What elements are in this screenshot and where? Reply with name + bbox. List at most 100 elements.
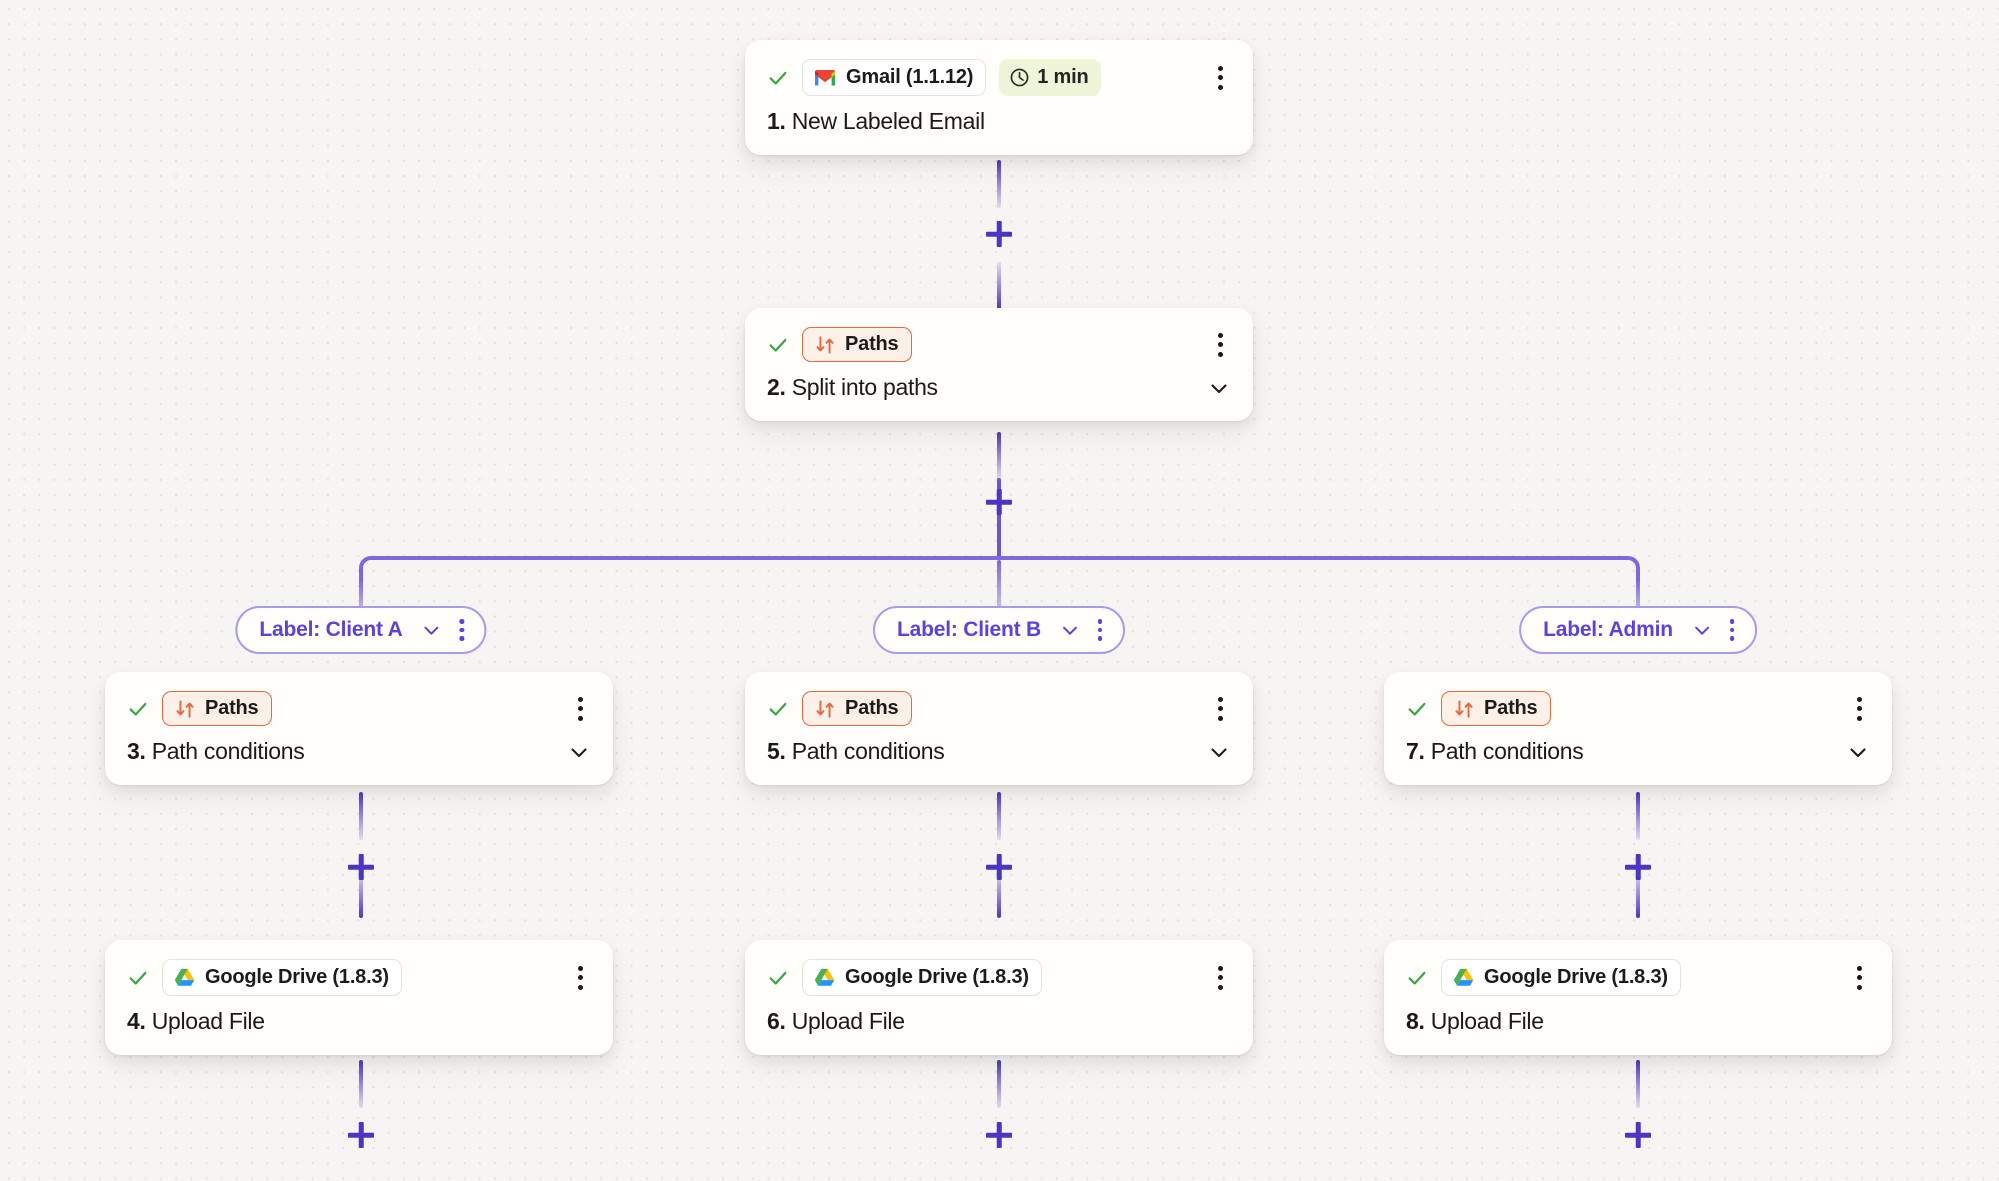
workflow-node-1[interactable]: Gmail (1.1.12) 1 min 1. New Labeled Emai… — [745, 40, 1253, 155]
connector-line — [997, 1060, 1001, 1108]
workflow-node-6[interactable]: Google Drive (1.8.3) 6. Upload File — [745, 940, 1253, 1055]
node-menu-button[interactable] — [1209, 696, 1231, 722]
node-step-number: 1. — [767, 108, 786, 134]
app-chip-label: Paths — [1484, 697, 1538, 719]
node-menu-button[interactable] — [569, 696, 591, 722]
node-title-text: Path conditions — [1430, 738, 1584, 764]
check-icon — [769, 71, 787, 85]
node-step-number: 6. — [767, 1008, 786, 1034]
app-chip-label: Google Drive (1.8.3) — [1484, 966, 1668, 988]
connector-line — [997, 870, 1001, 918]
app-chip-paths[interactable]: Paths — [1441, 691, 1552, 726]
app-chip-google-drive[interactable]: Google Drive (1.8.3) — [802, 959, 1042, 996]
workflow-node-8[interactable]: Google Drive (1.8.3) 8. Upload File — [1384, 940, 1892, 1055]
app-chip-google-drive[interactable]: Google Drive (1.8.3) — [162, 959, 402, 996]
check-icon — [129, 971, 147, 985]
workflow-node-2[interactable]: Paths 2. Split into paths — [745, 308, 1253, 421]
schedule-badge-label: 1 min — [1037, 66, 1089, 88]
check-icon — [769, 702, 787, 716]
connector-line — [997, 478, 1001, 560]
path-menu-button[interactable] — [1723, 618, 1741, 642]
path-menu-button[interactable] — [453, 618, 471, 642]
app-chip-label: Paths — [845, 697, 899, 719]
chevron-down-icon[interactable] — [1691, 619, 1713, 641]
connector-line — [359, 1060, 363, 1108]
branch-drop — [1636, 580, 1640, 620]
connector-line — [997, 432, 1001, 480]
chevron-down-icon[interactable] — [421, 619, 443, 641]
app-chip-paths[interactable]: Paths — [802, 327, 913, 362]
add-step-button-4[interactable] — [344, 1118, 378, 1152]
app-chip-gmail[interactable]: Gmail (1.1.12) — [802, 59, 987, 96]
workflow-node-7[interactable]: Paths 7. Path conditions — [1384, 672, 1892, 785]
add-step-button-6[interactable] — [982, 1118, 1016, 1152]
app-chip-paths[interactable]: Paths — [162, 691, 273, 726]
node-body: 1. New Labeled Email — [767, 108, 1231, 135]
schedule-badge[interactable]: 1 min — [999, 59, 1101, 96]
add-step-button-8[interactable] — [1621, 1118, 1655, 1152]
node-menu-button[interactable] — [1209, 65, 1231, 91]
clock-icon — [1010, 68, 1029, 87]
node-header: Paths — [127, 691, 591, 726]
node-menu-button[interactable] — [1209, 332, 1231, 358]
node-header: Google Drive (1.8.3) — [767, 959, 1231, 996]
branch-corner-left — [359, 556, 385, 582]
branch-bus — [373, 556, 1626, 560]
node-body: 5. Path conditions — [767, 738, 1231, 765]
connector-line — [359, 870, 363, 918]
path-label-pill-a[interactable]: Label: Client A — [235, 606, 487, 654]
add-step-button-3[interactable] — [344, 850, 378, 884]
check-icon — [129, 702, 147, 716]
connector-line — [997, 262, 1001, 310]
chevron-down-icon[interactable] — [567, 740, 591, 764]
paths-icon — [816, 699, 834, 718]
add-step-button-7[interactable] — [1621, 850, 1655, 884]
check-icon — [1408, 702, 1426, 716]
path-label-pill-c[interactable]: Label: Admin — [1519, 606, 1757, 654]
workflow-node-4[interactable]: Google Drive (1.8.3) 4. Upload File — [105, 940, 613, 1055]
add-step-button-5[interactable] — [982, 850, 1016, 884]
node-step-number: 2. — [767, 374, 786, 400]
add-step-button-1[interactable] — [982, 217, 1016, 251]
app-chip-label: Google Drive (1.8.3) — [205, 966, 389, 988]
node-body: 6. Upload File — [767, 1008, 1231, 1035]
app-chip-paths[interactable]: Paths — [802, 691, 913, 726]
node-title: 7. Path conditions — [1406, 738, 1584, 765]
chevron-down-icon[interactable] — [1207, 740, 1231, 764]
path-label-text: Label: Client A — [259, 618, 403, 641]
node-title: 2. Split into paths — [767, 374, 938, 401]
node-menu-button[interactable] — [1209, 965, 1231, 991]
node-step-number: 7. — [1406, 738, 1425, 764]
branch-corner-right — [1614, 556, 1640, 582]
connector-line — [1636, 792, 1640, 840]
chevron-down-icon[interactable] — [1207, 376, 1231, 400]
path-label-text: Label: Admin — [1543, 618, 1673, 641]
node-title-text: New Labeled Email — [791, 108, 985, 134]
path-label-pill-b[interactable]: Label: Client B — [872, 606, 1126, 654]
node-step-number: 5. — [767, 738, 786, 764]
node-title: 8. Upload File — [1406, 1008, 1544, 1035]
app-chip-google-drive[interactable]: Google Drive (1.8.3) — [1441, 959, 1681, 996]
node-title-text: Upload File — [791, 1008, 905, 1034]
path-menu-button[interactable] — [1091, 618, 1109, 642]
check-icon — [769, 971, 787, 985]
app-chip-label: Google Drive (1.8.3) — [845, 966, 1029, 988]
node-menu-button[interactable] — [1848, 965, 1870, 991]
node-body: 4. Upload File — [127, 1008, 591, 1035]
node-header: Paths — [767, 691, 1231, 726]
node-body: 3. Path conditions — [127, 738, 591, 765]
check-icon — [1408, 971, 1426, 985]
node-title: 6. Upload File — [767, 1008, 905, 1035]
node-title: 4. Upload File — [127, 1008, 265, 1035]
chevron-down-icon[interactable] — [1059, 619, 1081, 641]
chevron-down-icon[interactable] — [1846, 740, 1870, 764]
node-title: 5. Path conditions — [767, 738, 945, 765]
node-menu-button[interactable] — [569, 965, 591, 991]
add-step-button-2[interactable] — [982, 485, 1016, 519]
node-title-text: Split into paths — [791, 374, 938, 400]
workflow-node-5[interactable]: Paths 5. Path conditions — [745, 672, 1253, 785]
node-title-text: Path conditions — [151, 738, 305, 764]
node-menu-button[interactable] — [1848, 696, 1870, 722]
workflow-node-3[interactable]: Paths 3. Path conditions — [105, 672, 613, 785]
